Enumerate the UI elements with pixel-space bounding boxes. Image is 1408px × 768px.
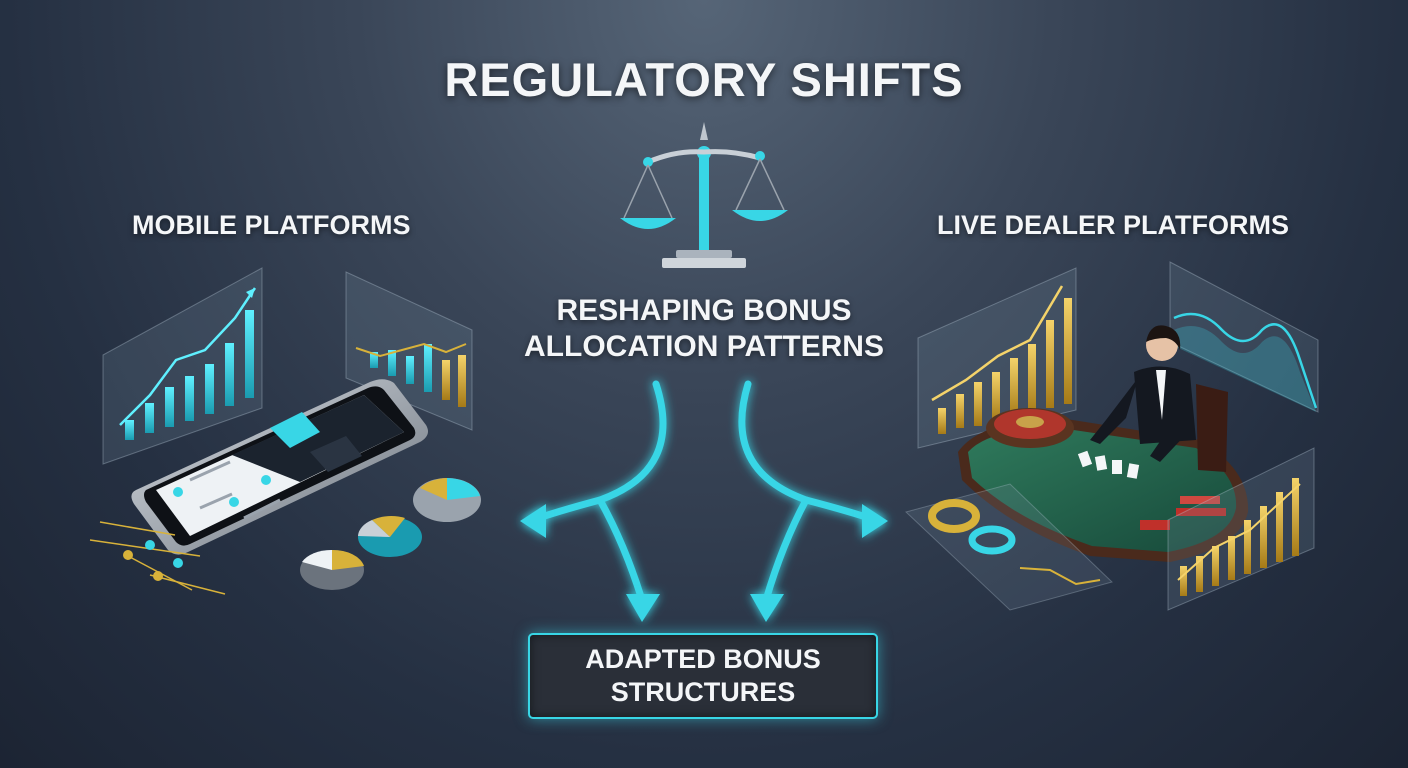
smartphone-icon (131, 379, 428, 555)
center-label-line1: RESHAPING BONUS (556, 294, 852, 327)
live-dealer-bar-panel (1167, 447, 1315, 611)
arrowheads (520, 504, 888, 622)
live-dealer-growth-chart-panel (917, 267, 1077, 449)
arrow-icon (526, 380, 882, 604)
chip-stacks (1140, 496, 1226, 530)
live-dealer-donut-panel (905, 483, 1113, 611)
dealer-figure (1090, 325, 1228, 472)
mobile-platforms-label: MOBILE PLATFORMS (132, 210, 411, 240)
adapted-bonus-structures-label: ADAPTED BONUS STRUCTURES (585, 644, 821, 707)
center-label-line2: ALLOCATION PATTERNS (524, 330, 884, 363)
mobile-pie-charts (300, 478, 481, 590)
live-dealer-platforms-label: LIVE DEALER PLATFORMS (937, 210, 1290, 240)
network-nodes (123, 540, 183, 581)
live-dealer-wave-chart-panel (1169, 261, 1319, 413)
diagram-title: REGULATORY SHIFTS (444, 53, 964, 106)
center-label: RESHAPING BONUS ALLOCATION PATTERNS (454, 293, 954, 365)
mobile-growth-chart-panel (102, 267, 263, 465)
scale-of-justice-icon (620, 122, 788, 268)
roulette-table-icon (958, 408, 1249, 562)
adapted-bonus-structures-box: ADAPTED BONUS STRUCTURES (528, 633, 878, 719)
